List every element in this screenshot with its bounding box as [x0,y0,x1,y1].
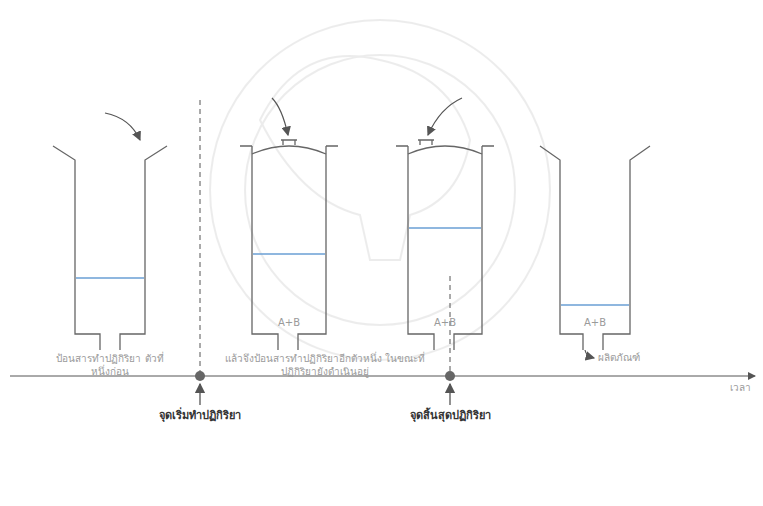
dashed-marker [200,100,201,372]
vessel-content: A+B [561,317,629,328]
step-caption: แล้วจึงป้อนสารทำปฏิกิริยาอีกตัวหนึ่ง ในข… [220,352,430,378]
time-dot [195,371,205,381]
watermark-seal [210,20,550,360]
vessel-content: A+B [253,317,325,328]
time-point-label: จุดสิ้นสุดปฏิกิริยา [410,409,491,422]
vessel [540,146,650,350]
vessel [396,140,494,350]
axis-label: เวลา [730,381,751,394]
reactor-vessel: A+B [409,160,481,332]
vessel [53,146,167,350]
reactor-vessel: A+B [253,160,325,332]
reactor-vessel: A+B [561,160,629,332]
product-label: ผลิตภัณฑ์ [598,351,640,364]
vessel [240,140,338,350]
vessel-content: A+B [409,317,481,328]
time-point-label: จุดเริ่มทำปฏิกิริยา [159,409,241,422]
time-dot [445,371,455,381]
step-caption: ป้อนสารทำปฏิกิริยา ตัวที่หนึ่งก่อน [50,352,170,378]
